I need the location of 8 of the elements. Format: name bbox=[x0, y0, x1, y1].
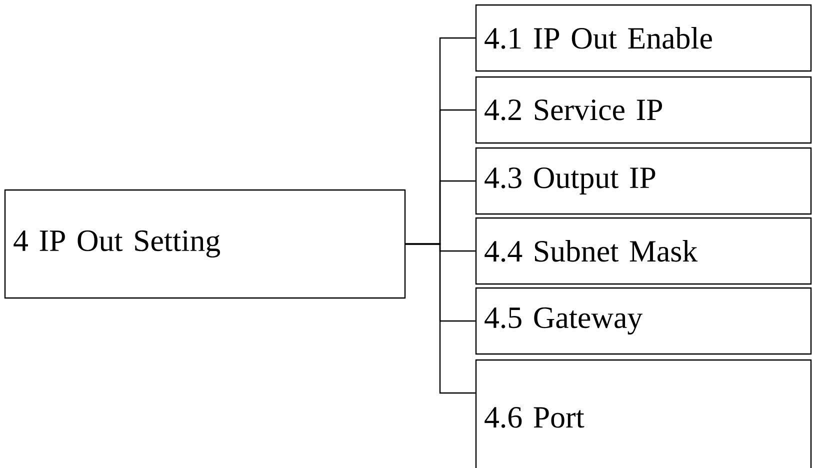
menu-box: 4.6 Port bbox=[475, 359, 812, 468]
menu-box: 4.5 Gateway bbox=[475, 287, 812, 355]
root-box: 4 IP Out Setting bbox=[4, 189, 406, 299]
menu-box: 4.4 Subnet Mask bbox=[475, 217, 812, 285]
menu-box: 4.2 Service IP bbox=[475, 76, 812, 144]
menu-box: 4.1 IP Out Enable bbox=[475, 4, 812, 72]
connector bbox=[406, 243, 476, 394]
menu-box: 4.3 Output IP bbox=[475, 147, 812, 215]
